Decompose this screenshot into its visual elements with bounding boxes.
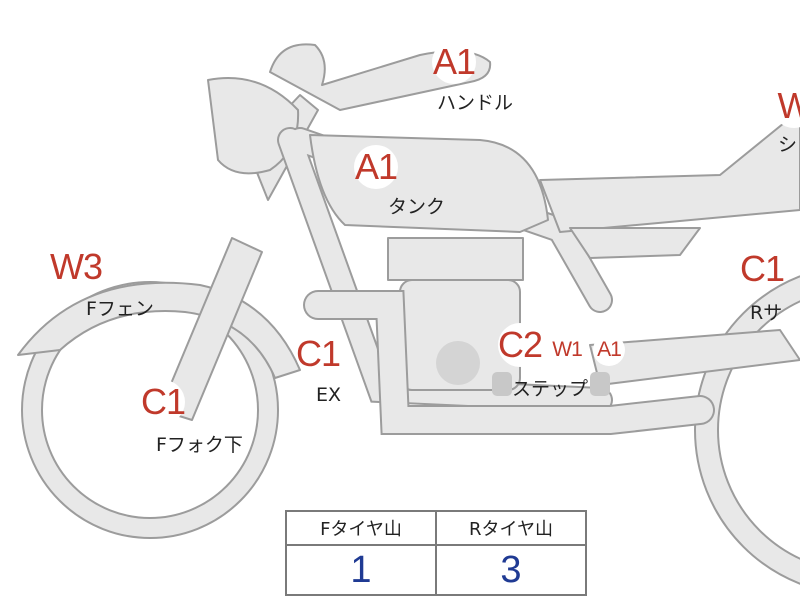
front-fender-label: Fフェン <box>86 298 154 320</box>
exhaust-marker: C1 <box>295 332 341 376</box>
rear-suspension-marker: C1 <box>739 247 785 291</box>
front-fork-label: Fフォク下 <box>156 434 243 456</box>
exhaust-label: EX <box>316 384 342 406</box>
exhaust-pipe-fill <box>305 292 713 433</box>
tire-table-header-row: Fタイヤ山 Rタイヤ山 <box>285 510 587 546</box>
side-cover <box>569 227 701 259</box>
step-label: ステップ <box>512 378 589 400</box>
front-fork <box>159 237 263 421</box>
swingarm <box>589 329 800 386</box>
front-tire-value: 1 <box>285 544 437 596</box>
rear-tire-value: 3 <box>435 544 587 596</box>
rear-suspension-label: Rサ <box>750 302 783 324</box>
front-fork-marker: C1 <box>140 380 186 424</box>
tire-table-value-row: 1 3 <box>285 544 587 596</box>
rear-tire-header: Rタイヤ山 <box>435 510 587 546</box>
seat <box>539 109 800 233</box>
tire-tread-table: Fタイヤ山 Rタイヤ山 1 3 <box>285 510 587 596</box>
engine-top <box>387 237 524 281</box>
seat-marker: W <box>772 84 800 128</box>
tank-marker: A1 <box>354 145 398 189</box>
footstep-left <box>492 372 512 396</box>
handle-marker: A1 <box>432 40 476 84</box>
step-marker: C2 <box>497 323 543 367</box>
seat-label: シ <box>778 134 798 156</box>
front-fender-marker: W3 <box>50 245 103 289</box>
engine-cover <box>436 341 480 385</box>
handle-label: ハンドル <box>437 92 514 114</box>
footstep-right <box>590 372 610 396</box>
front-tire-header: Fタイヤ山 <box>285 510 437 546</box>
tank-label: タンク <box>388 196 446 218</box>
step-w-marker: W1 <box>551 334 583 366</box>
step-a-marker: A1 <box>593 334 625 366</box>
